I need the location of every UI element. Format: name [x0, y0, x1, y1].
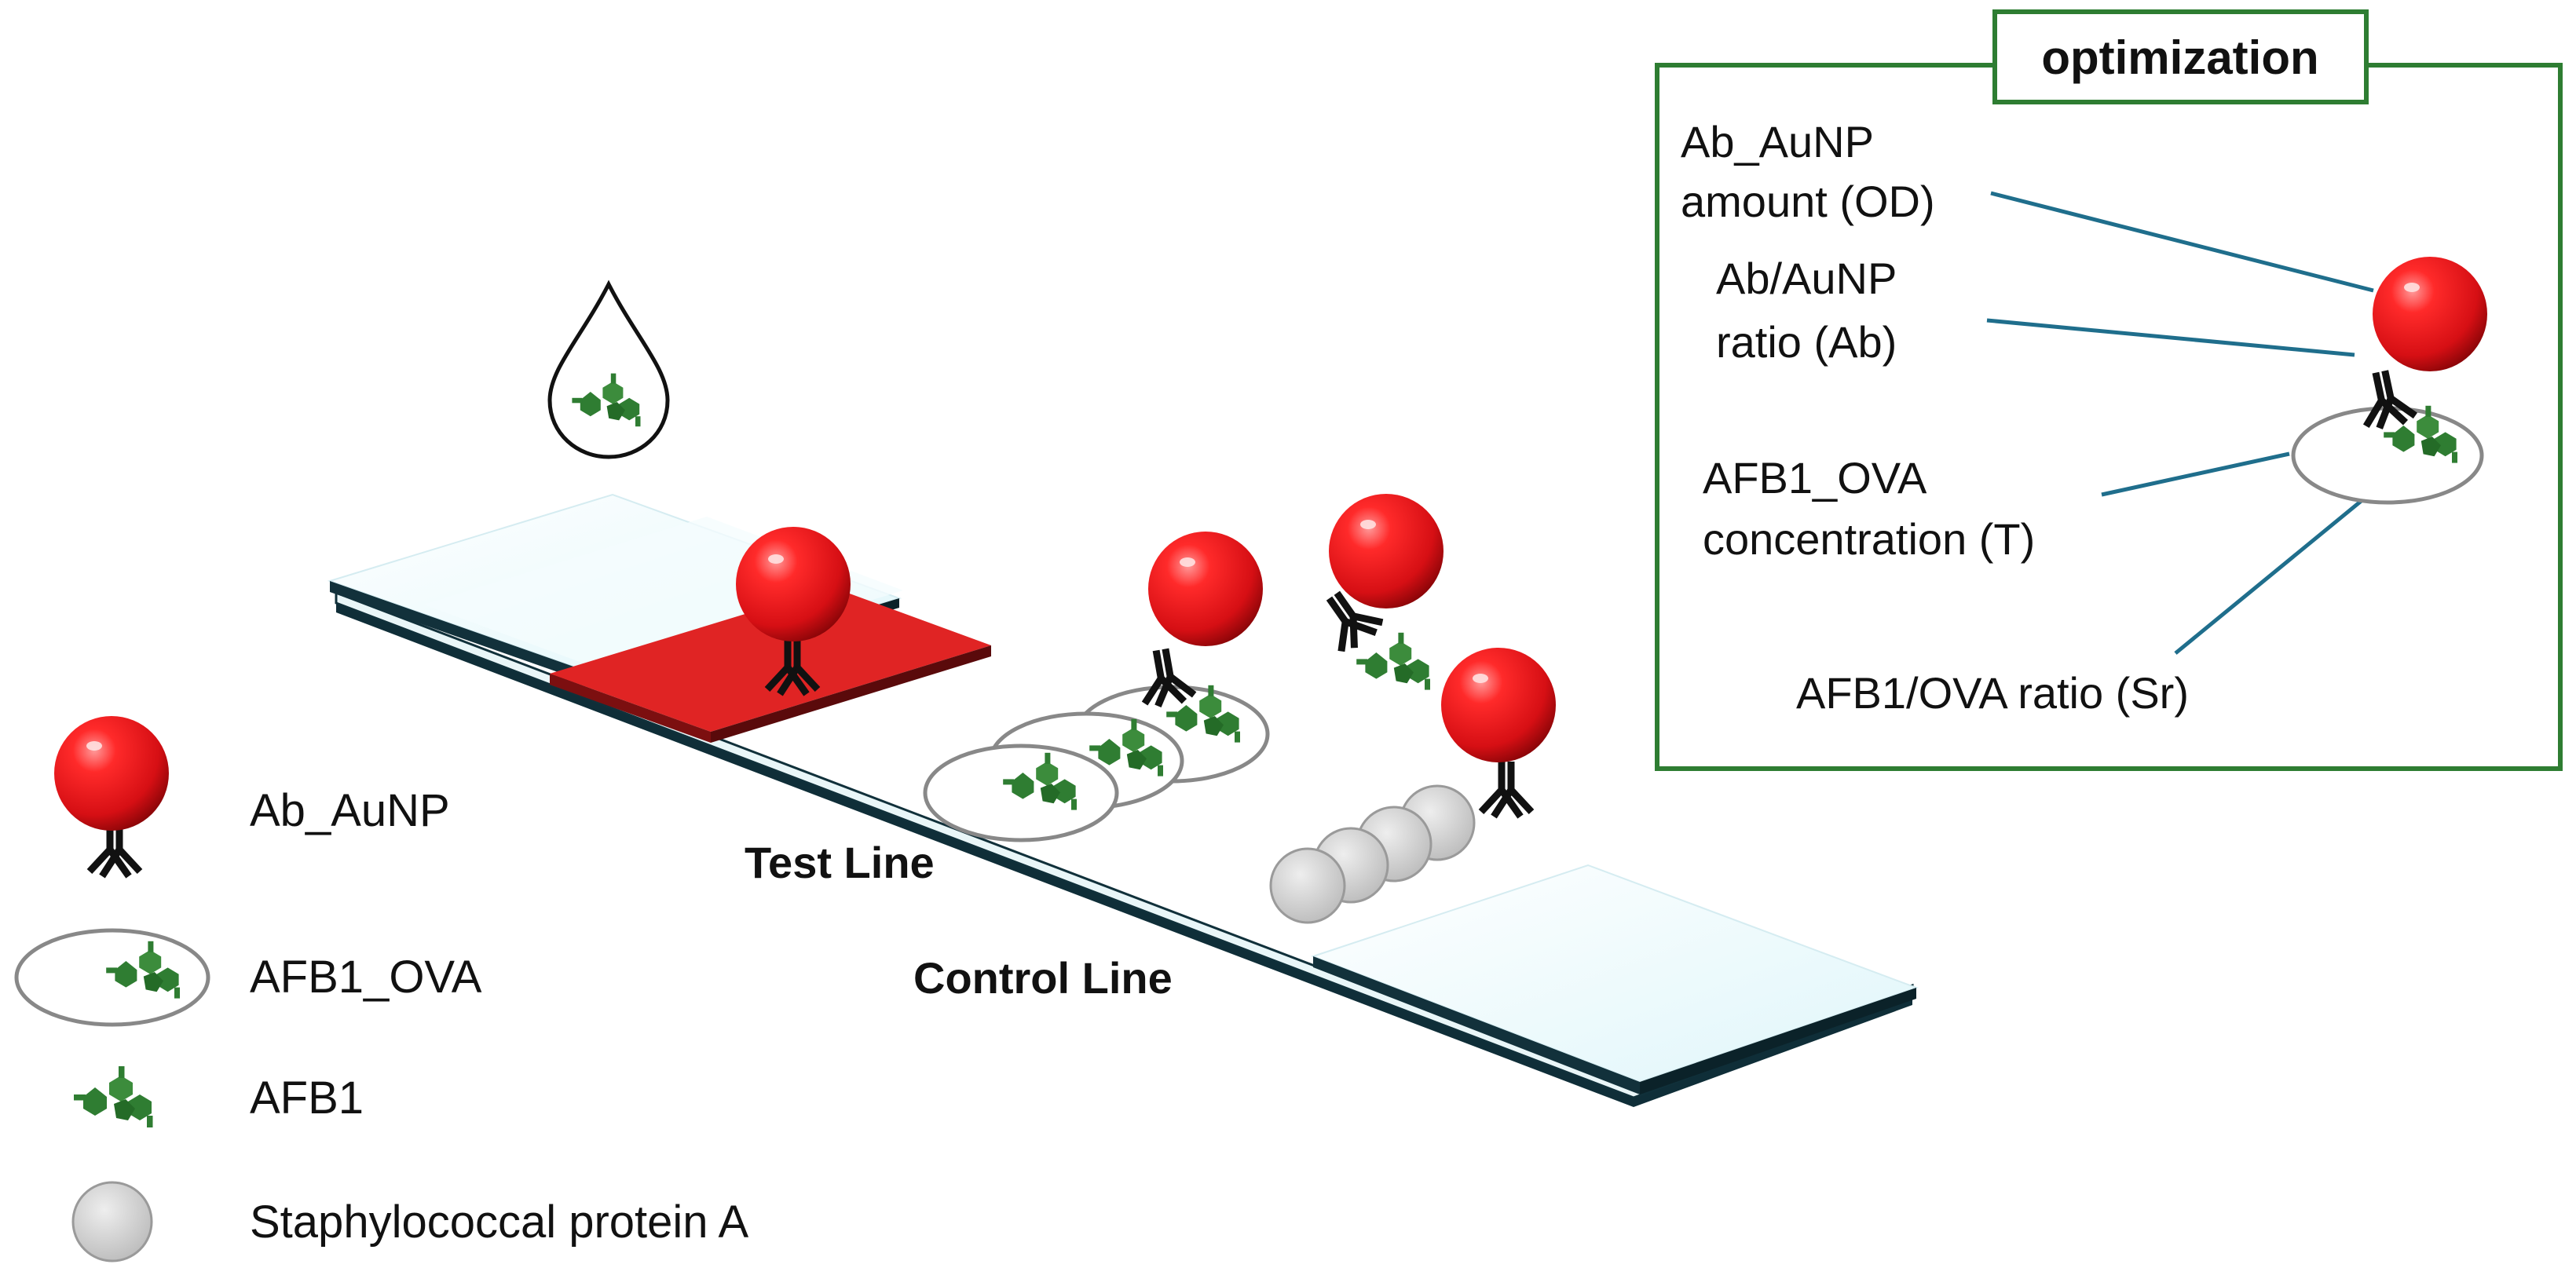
legend-label-protein-a: Staphylococcal protein A — [250, 1197, 748, 1248]
optimization-title: optimization — [2041, 31, 2318, 84]
param-ab-aunp-amount: Ab_AuNP amount (OD) — [1681, 117, 1935, 226]
conjugate-with-afb1 — [1312, 494, 1444, 690]
control-line-label: Control Line — [913, 953, 1173, 1003]
param-ab-aunp-ratio: Ab/AuNP ratio (Ab) — [1716, 254, 1908, 367]
optimization-panel: optimization Ab_AuNP amount (OD) Ab/AuNP… — [1655, 9, 2563, 771]
sample-droplet — [547, 280, 670, 459]
conjugate-pad — [550, 587, 991, 743]
param-afb1-ova-concentration: AFB1_OVA concentration (T) — [1703, 453, 2035, 564]
legend-label-afb1-ova: AFB1_OVA — [250, 952, 482, 1003]
antibody-gold-nanoparticle-icon — [54, 716, 169, 876]
afb1-molecule-icon — [74, 1066, 153, 1127]
optimization-complex-illustration — [2291, 257, 2487, 505]
param-afb1-ova-ratio: AFB1/OVA ratio (Sr) — [1796, 668, 2189, 718]
antibody-gold-nanoparticle-icon — [736, 527, 851, 694]
test-line-complexes — [923, 532, 1270, 842]
protein-a-sphere-icon — [71, 1181, 153, 1263]
test-line-label: Test Line — [745, 838, 935, 887]
control-line-complexes — [1269, 648, 1556, 924]
strip-backing — [336, 603, 1912, 1107]
absorbent-pad — [1311, 864, 1919, 1094]
afb1-ova-conjugate-icon — [14, 928, 210, 1027]
optimization-title-box — [1992, 9, 2369, 104]
legend-label-afb1: AFB1 — [250, 1073, 364, 1124]
legend-label-ab-aunp: Ab_AuNP — [250, 785, 450, 836]
legend: Ab_AuNP AFB1_OVA AFB1 Staphylococcal pro… — [14, 716, 748, 1263]
